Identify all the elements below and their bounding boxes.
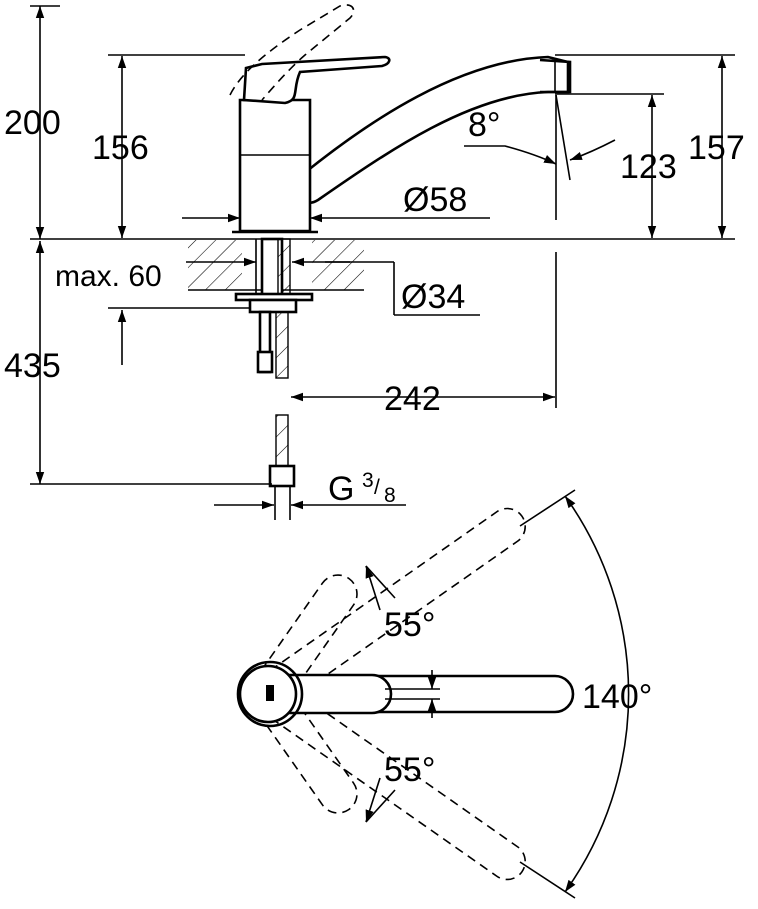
dim-lever-height-label: 156 bbox=[92, 129, 149, 167]
dim-spout-swivel bbox=[519, 489, 630, 899]
dim-outlet-angle-label: 8° bbox=[468, 106, 501, 144]
dim-total-height bbox=[30, 5, 60, 239]
lever-alt-position-lower bbox=[251, 681, 358, 814]
dim-reach bbox=[291, 252, 557, 408]
dim-total-height-label: 200 bbox=[4, 104, 61, 142]
faucet-body-top bbox=[236, 660, 304, 728]
lever-top bbox=[266, 673, 393, 715]
dim-thread-slash: / bbox=[374, 476, 380, 499]
dim-below-deck-label: 435 bbox=[4, 347, 61, 385]
dim-spout-height-label: 157 bbox=[688, 129, 745, 167]
spout-alt-position-lower bbox=[256, 678, 526, 881]
lever-alt-position bbox=[229, 4, 355, 101]
dim-lever-rotation-lower-label: 55° bbox=[384, 751, 435, 789]
dim-spout-swivel-label: 140° bbox=[582, 678, 652, 716]
dim-outlet-height-label: 123 bbox=[620, 148, 677, 186]
spout bbox=[298, 55, 572, 204]
dim-lever-height bbox=[108, 54, 245, 238]
dim-lever-rotation-upper-label: 55° bbox=[384, 606, 435, 644]
dim-spout-height bbox=[555, 54, 735, 238]
dim-hole-diameter-label: Ø34 bbox=[401, 278, 465, 316]
lever bbox=[242, 55, 391, 105]
faucet-body bbox=[232, 98, 318, 234]
dim-thread-denominator: 8 bbox=[384, 484, 396, 507]
dim-thread-letter: G bbox=[328, 470, 354, 508]
lever-alt-position-upper bbox=[251, 574, 358, 707]
dim-lever-rotation-lower bbox=[365, 777, 396, 823]
dim-outlet-angle bbox=[464, 94, 616, 220]
dim-reach-label: 242 bbox=[384, 380, 441, 418]
supply-hose bbox=[268, 414, 296, 520]
mounting-shank bbox=[234, 237, 314, 379]
dim-lever-rotation-upper bbox=[365, 565, 396, 611]
dim-max-deck bbox=[186, 257, 480, 316]
spout-alt-position-upper bbox=[256, 507, 526, 710]
dim-outlet-height bbox=[555, 93, 664, 238]
dim-thread-numerator: 3 bbox=[362, 469, 374, 492]
top-view: 55° 55° 140° bbox=[236, 489, 652, 899]
side-view: 200 156 157 123 8° bbox=[4, 4, 745, 520]
dim-max-deck-label: max. 60 bbox=[55, 260, 162, 293]
lever-tip-dim bbox=[385, 670, 440, 718]
dim-below-deck bbox=[30, 241, 272, 485]
deck-hatching bbox=[188, 240, 364, 291]
dim-body-diameter-label: Ø58 bbox=[403, 181, 467, 219]
